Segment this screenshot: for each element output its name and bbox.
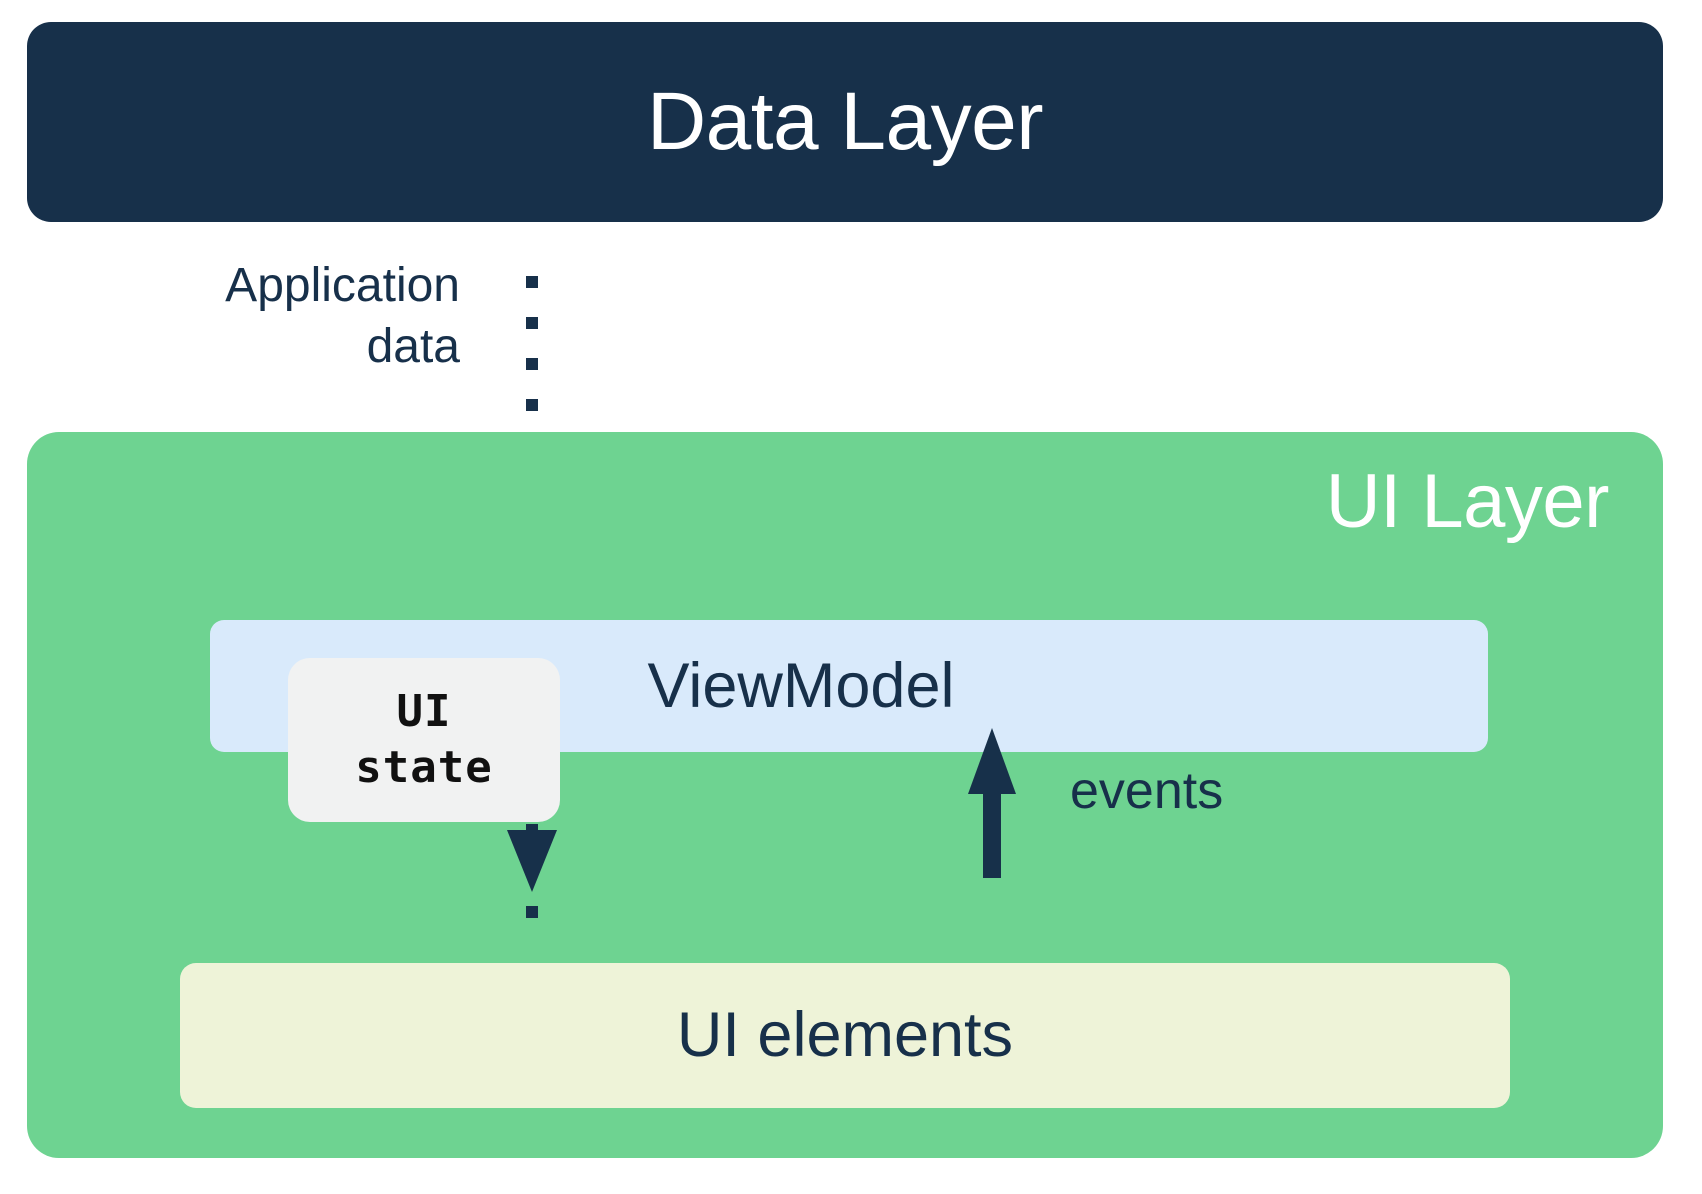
data-layer-box: Data Layer <box>27 22 1663 222</box>
viewmodel-label: ViewModel <box>647 650 955 721</box>
events-arrow-shaft <box>983 780 1001 878</box>
ui-layer-title: UI Layer <box>1325 459 1610 544</box>
ui-state-arrowhead-icon <box>507 830 557 892</box>
data-layer-title: Data Layer <box>646 76 1044 167</box>
ui-elements-label: UI elements <box>676 1000 1014 1070</box>
application-data-label: Application data <box>120 255 460 378</box>
application-data-label-line1: Application <box>225 259 460 312</box>
ui-elements-box: UI elements <box>180 963 1510 1108</box>
ui-state-chip: UI state <box>288 658 560 822</box>
ui-state-chip-line2: state <box>355 742 493 793</box>
ui-state-chip-line1: UI <box>396 685 452 737</box>
events-label: events <box>1070 762 1224 820</box>
application-data-label-line2: data <box>366 320 460 374</box>
